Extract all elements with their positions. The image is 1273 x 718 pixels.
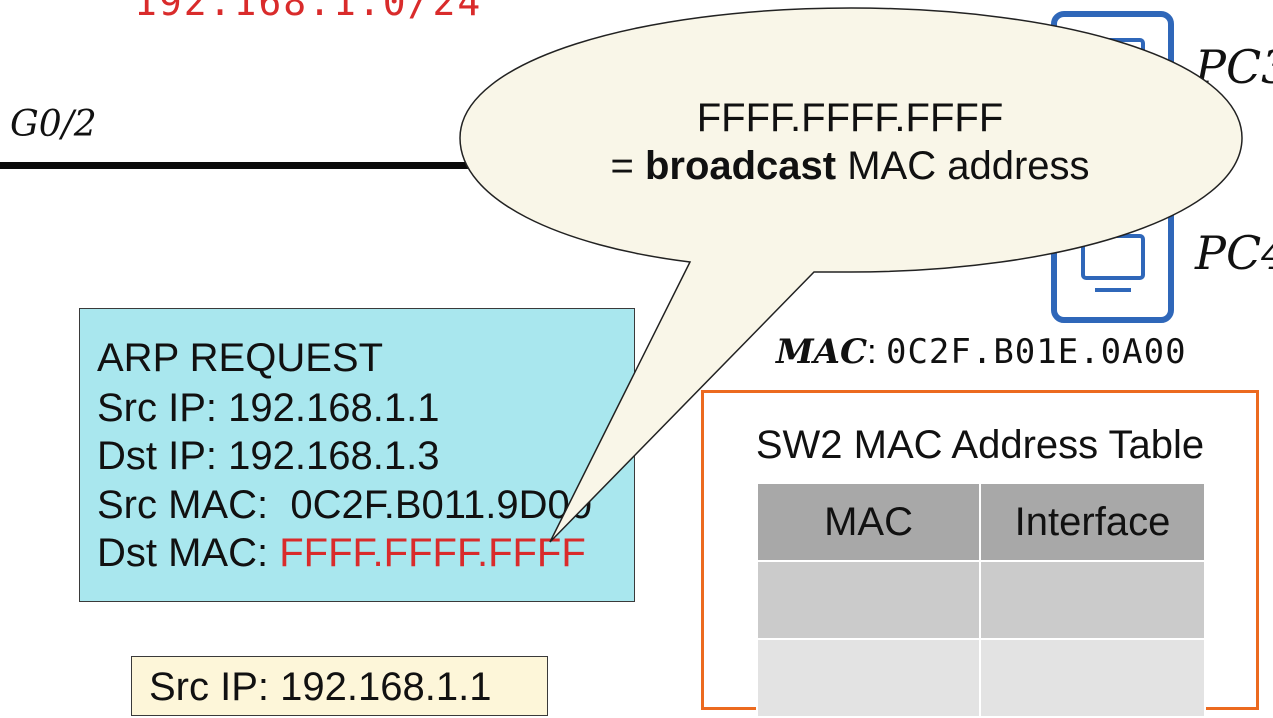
arp-src-mac: Src MAC: 0C2F.B011.9D00 xyxy=(97,483,592,528)
network-link-line xyxy=(0,162,520,169)
mac-table-title: SW2 MAC Address Table xyxy=(755,423,1205,467)
arp-src-ip-label: Src IP: xyxy=(97,386,229,430)
arp-src-mac-label: Src MAC: xyxy=(97,483,291,527)
arp-title: ARP REQUEST xyxy=(97,336,383,380)
mac-separator: : xyxy=(867,333,886,371)
callout-bold-word: broadcast xyxy=(644,144,837,188)
callout-line-1: FFFF.FFFF.FFFF xyxy=(696,96,1004,140)
callout-bubble xyxy=(459,7,1243,543)
column-header-interface: Interface xyxy=(979,482,1206,562)
table-row xyxy=(755,560,1206,640)
column-header-mac: MAC xyxy=(755,482,982,562)
arp-dst-ip-label: Dst IP: xyxy=(97,434,229,478)
arp-src-mac-value: 0C2F.B011.9D00 xyxy=(290,483,593,527)
mac-value: 0C2F.B01E.0A00 xyxy=(885,332,1187,372)
arp-dst-mac: Dst MAC: FFFF.FFFF.FFFF xyxy=(97,531,586,576)
table-cell-mac xyxy=(755,560,982,640)
pc4-mac-address: MAC: 0C2F.B01E.0A00 xyxy=(776,332,1187,372)
arp-src-ip: Src IP: 192.168.1.1 xyxy=(97,386,439,431)
arp-request-packet: ARP REQUEST Src IP: 192.168.1.1 Dst IP: … xyxy=(79,308,635,602)
arp-dst-mac-label: Dst MAC: xyxy=(97,531,280,575)
mac-key-label: MAC xyxy=(776,332,868,372)
callout-line-2: = broadcast MAC address xyxy=(560,142,1140,190)
mac-table-header-row: MAC Interface xyxy=(755,482,1206,562)
interface-label-g0-2: G0/2 xyxy=(10,104,97,145)
callout-suffix: MAC address xyxy=(836,144,1090,188)
arp-dst-mac-value: FFFF.FFFF.FFFF xyxy=(279,531,586,575)
callout-prefix: = xyxy=(610,144,645,188)
table-cell-interface xyxy=(979,560,1206,640)
arp-dst-ip: Dst IP: 192.168.1.3 xyxy=(97,434,439,479)
subnet-label: 192.168.1.0/24 xyxy=(134,0,483,24)
arp-dst-ip-value: 192.168.1.3 xyxy=(228,434,440,478)
callout-text: FFFF.FFFF.FFFF = broadcast MAC address xyxy=(560,94,1140,190)
arp-src-ip-value: 192.168.1.1 xyxy=(228,386,440,430)
pc4-label: PC4 xyxy=(1195,226,1273,280)
